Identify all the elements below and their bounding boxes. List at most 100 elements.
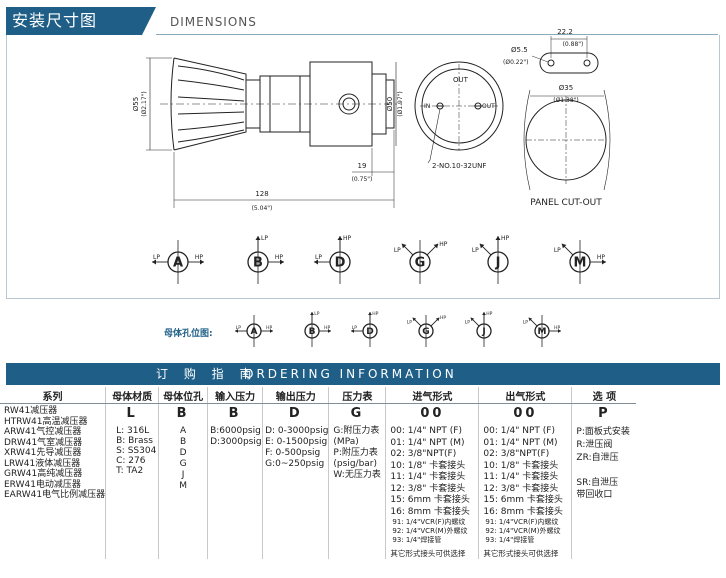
arrow-head [558, 329, 561, 333]
inlet-form-small-item: 91: 1/4"VCR(F)内螺纹 [392, 518, 466, 526]
option-item: P:面板式安装 [576, 427, 630, 437]
port-label-hp: HP [343, 235, 352, 242]
gauge-item: (psig/bar) [333, 459, 378, 469]
arrow-head [433, 243, 439, 249]
position-item: M [179, 481, 187, 491]
port-label-hp: HP [275, 254, 284, 261]
gauge-cell: G G:附压力表(MPa)P:附压力表(psig/bar)W:无压力表 [328, 403, 387, 559]
outlet-pressure-item: D: 0-3000psig [265, 426, 329, 436]
arrow-head [561, 243, 567, 249]
port-label-hp: HP [554, 325, 560, 331]
series-item: DRW41气室减压器 [4, 437, 83, 448]
material-item: S: SS304 [116, 446, 157, 456]
dim-19: 19 [358, 162, 367, 170]
arrow-head [255, 236, 261, 240]
dim-128: 128 [255, 190, 268, 198]
ordering-title-en: ORDERING INFORMATION [244, 367, 457, 381]
panel-cutout-label: PANEL CUT-OUT [530, 198, 602, 208]
port-label-hp: HP [324, 325, 330, 331]
port-label-lp: LP [153, 254, 160, 261]
inlet-pressure-item: B:6000psig [210, 426, 261, 436]
col-outlet-form: 出气形式 [478, 387, 573, 404]
panel-dia-in: (Ø1.38") [553, 97, 579, 104]
port-label-lp: LP [315, 254, 322, 261]
regulator-knob [170, 57, 247, 151]
gauge-item: P:附压力表 [333, 448, 378, 458]
code-gauge: G [350, 406, 365, 421]
ordering-header-row: 系列 母体材质 母体位孔 输入压力 输出压力 压力表 进气形式 出气形式 选 项 [0, 387, 637, 404]
outlet-form-item: 15: 6mm 卡套接头 [483, 495, 563, 505]
port-symbol-j: JLPHP [472, 235, 510, 284]
code-inlet-pressure: B [228, 406, 242, 421]
arrow-head [470, 317, 475, 322]
hole-dia: Ø5.5 [511, 46, 528, 54]
dim-50-in: (Ø1.97") [397, 91, 404, 117]
gauge-item: G:附压力表 [333, 426, 380, 436]
outlet-pressure-item: E: 0-1500psig [265, 437, 328, 447]
port-label-lp: LP [407, 320, 413, 326]
port-symbols-small-svg: ALPHPBLPHPDLPHPGLPHPJLPHPMLPHP [235, 311, 561, 347]
inlet-form-item: 16: 8mm 卡套接头 [390, 506, 470, 517]
front-view [414, 61, 504, 164]
arrow-head [152, 259, 156, 265]
arrow-head [337, 236, 343, 240]
col-options: 选 项 [571, 387, 637, 404]
option-item: R:泄压阀 [576, 440, 613, 450]
series-item: RW41减压器 [4, 406, 58, 416]
arrow-head [368, 312, 372, 315]
dim-128-in: (5.04") [252, 205, 273, 212]
out-label: OUT [482, 103, 495, 110]
port-label-hp: HP [440, 315, 446, 321]
outlet-pressure-item: F: 0-500psig [265, 448, 321, 458]
arrow-head [495, 236, 501, 240]
series-item: EARW41电气比例减压器 [4, 490, 106, 500]
material-item: C: 276 [116, 456, 146, 466]
arrow-head [482, 312, 486, 315]
outlet-form-item: 02: 3/8"NPT(F) [483, 449, 550, 459]
mounting-plate [531, 36, 599, 74]
code-outlet-pressure: D [288, 406, 303, 421]
header-title: 安装尺寸图 [6, 7, 142, 35]
hole-dia-in: (Ø0.22") [503, 59, 529, 66]
col-inlet-form: 进气形式 [385, 387, 480, 404]
outlet-form-small-item: 93: 1/4"焊接管 [485, 536, 535, 544]
port-label-lp: LP [314, 311, 320, 317]
drawing-frame [6, 35, 720, 299]
ordering-title-cn: 订 购 指 南 [156, 367, 258, 381]
option-item: ZR:自泄压 [576, 453, 619, 463]
inlet-form-small-item: 92: 1/4"VCR(M)外螺纹 [392, 527, 468, 535]
code-material: L [126, 406, 138, 421]
col-gauge: 压力表 [328, 387, 387, 404]
series-item: XRW41先导减压器 [4, 448, 82, 458]
inlet-form-item: 02: 3/8"NPT(F) [390, 449, 457, 459]
port-label-lp: LP [472, 247, 479, 254]
outlet-form-small-item: 91: 1/4"VCR(F)内螺纹 [485, 518, 559, 526]
port-letter: J [495, 256, 501, 271]
series-item: HTRW41高温减压器 [4, 416, 88, 427]
panel-dia: Ø35 [559, 84, 573, 92]
inlet-note: 其它形式接头可供选择 [390, 549, 466, 558]
header-rule [156, 34, 718, 35]
position-item: J [181, 470, 185, 480]
code-option: P [598, 406, 611, 421]
outlet-form-item: 12: 3/8" 卡套接头 [483, 483, 559, 494]
gauge-item: W:无压力表 [333, 470, 381, 480]
port-label-hp: HP [486, 311, 492, 317]
in-label: IN [424, 103, 430, 110]
arrow-head [328, 329, 331, 333]
position-item: G [179, 459, 187, 469]
dim-19-in: (0.75") [352, 176, 373, 183]
arrow-head [602, 259, 606, 265]
dim-55: Ø55 [132, 97, 140, 111]
outlet-form-cell: 00 00: 1/4" NPT (F)01: 1/4" NPT (M)02: 3… [478, 403, 573, 559]
port-label-lp: LP [465, 320, 471, 326]
